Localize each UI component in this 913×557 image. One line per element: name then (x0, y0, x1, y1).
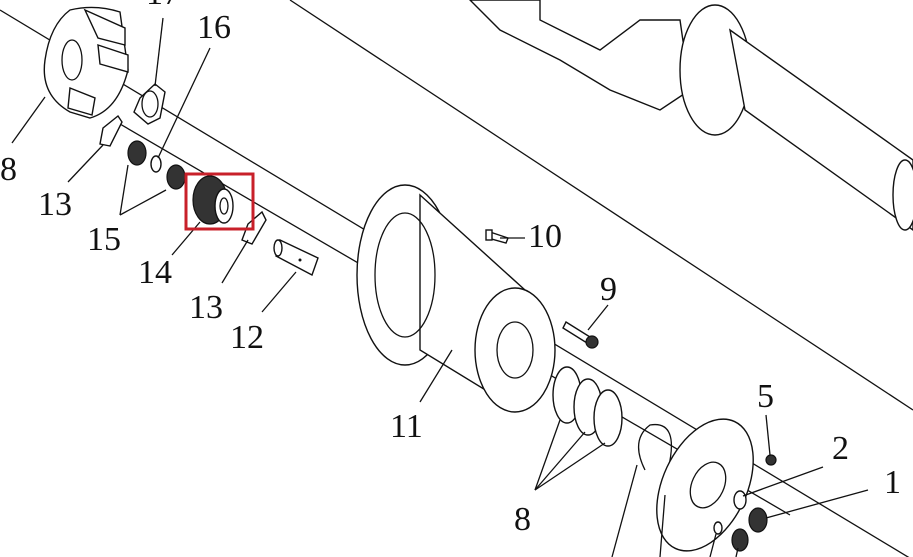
cover-plate (656, 418, 754, 552)
part-11-wheel-hub (356, 184, 556, 413)
label-10: 10 (528, 218, 562, 255)
label-13-lower: 13 (189, 289, 223, 326)
label-13-upper: 13 (38, 186, 72, 223)
label-14: 14 (138, 254, 172, 291)
part-13-shim-upper (99, 114, 123, 147)
axle-housing (469, 0, 913, 231)
leader-lines (11, 17, 869, 557)
retaining-ring (638, 423, 672, 471)
part-8-shims (552, 366, 623, 447)
label-8-upper: 8 (0, 151, 17, 188)
part-1-plug (748, 507, 768, 533)
part-17-washer (133, 83, 166, 125)
label-16: 16 (197, 9, 231, 46)
highlight-box-part-14 (184, 172, 255, 231)
part-5-bolt (765, 454, 777, 466)
part-14-planet-gear (192, 175, 234, 225)
part-2-o-ring (733, 490, 747, 510)
label-1: 1 (884, 464, 901, 501)
label-9: 9 (600, 271, 617, 308)
axis-line-upper (289, 0, 913, 411)
part-8-planet-carrier (43, 6, 129, 119)
part-15-needle-bearings (127, 140, 186, 190)
small-gear (731, 528, 749, 552)
part-16-snap-ring (150, 155, 162, 173)
label-15: 15 (87, 221, 121, 258)
label-8-lower: 8 (514, 501, 531, 538)
label-11: 11 (390, 408, 423, 445)
part-9-bolt (562, 320, 599, 349)
part-12-planet-pin (273, 239, 319, 276)
part-labels: 17 16 8 13 15 14 13 12 10 9 11 5 2 1 8 (0, 0, 901, 538)
small-washer (713, 521, 723, 535)
label-5: 5 (757, 378, 774, 415)
label-17: 17 (146, 0, 180, 12)
part-10-bolt (485, 229, 509, 244)
label-2: 2 (832, 430, 849, 467)
label-12: 12 (230, 319, 264, 356)
